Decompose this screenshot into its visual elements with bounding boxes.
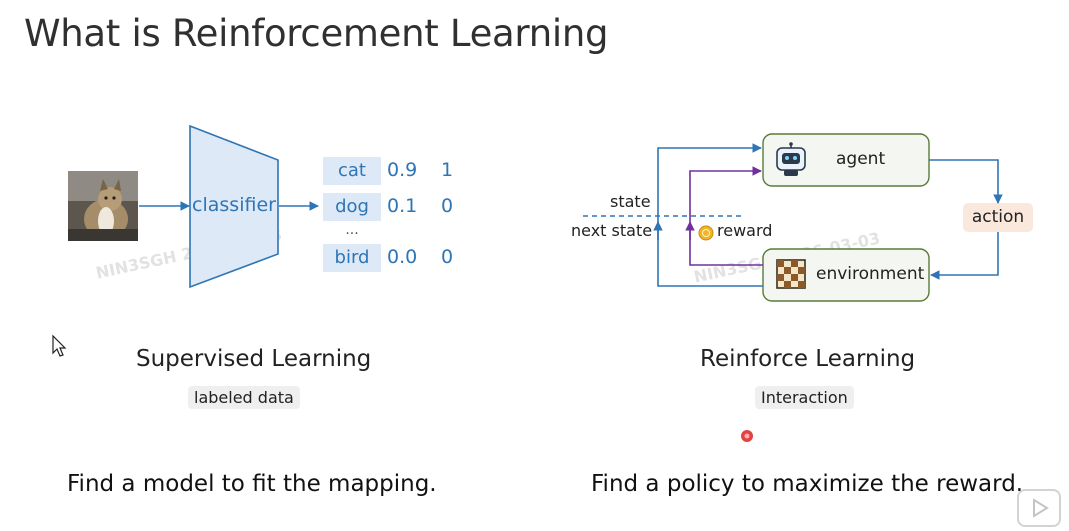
laser-pointer-icon — [741, 430, 753, 442]
next-state-label: next state — [571, 221, 653, 240]
reinforce-caption: Find a policy to maximize the reward. — [591, 471, 1024, 497]
reinforce-pill: Interaction — [755, 386, 854, 409]
action-label: action — [971, 207, 1025, 227]
action-arrow-down — [929, 159, 1003, 204]
output-label-dog: dog — [335, 196, 369, 217]
output-prob-bird: 0.0 — [387, 246, 418, 268]
reward-label: reward — [717, 221, 773, 240]
play-button[interactable] — [1017, 489, 1061, 527]
reinforce-heading: Reinforce Learning — [700, 346, 916, 372]
output-target-cat: 1 — [441, 159, 454, 181]
reward-loop-inner — [689, 166, 763, 266]
output-target-dog: 0 — [441, 195, 454, 217]
output-prob-cat: 0.9 — [387, 159, 418, 181]
output-ellipsis: ... — [345, 222, 359, 238]
state-loop-outer — [657, 143, 763, 287]
coin-icon — [698, 225, 714, 241]
robot-icon — [776, 142, 806, 176]
cat-image — [68, 171, 138, 241]
supervised-pill: labeled data — [188, 386, 300, 409]
classifier-shape — [189, 124, 279, 289]
play-icon — [1033, 498, 1049, 518]
supervised-heading: Supervised Learning — [136, 346, 372, 372]
cat-illustration — [68, 171, 138, 241]
environment-label: environment — [816, 264, 925, 284]
output-label-bird: bird — [334, 247, 370, 268]
agent-label: agent — [836, 149, 886, 169]
classifier-label: classifier — [192, 194, 276, 216]
state-label: state — [610, 192, 651, 211]
output-cell-dog — [323, 193, 381, 221]
chessboard-icon — [776, 259, 806, 289]
action-box — [963, 203, 1033, 232]
output-label-cat: cat — [338, 160, 366, 181]
cursor-icon — [52, 334, 67, 357]
action-arrow-back — [930, 232, 999, 280]
output-target-bird: 0 — [441, 246, 454, 268]
supervised-caption: Find a model to fit the mapping. — [67, 471, 437, 497]
output-prob-dog: 0.1 — [387, 195, 418, 217]
output-cell-cat — [323, 157, 381, 185]
output-cell-bird — [323, 244, 381, 272]
page-title: What is Reinforcement Learning — [24, 12, 609, 55]
